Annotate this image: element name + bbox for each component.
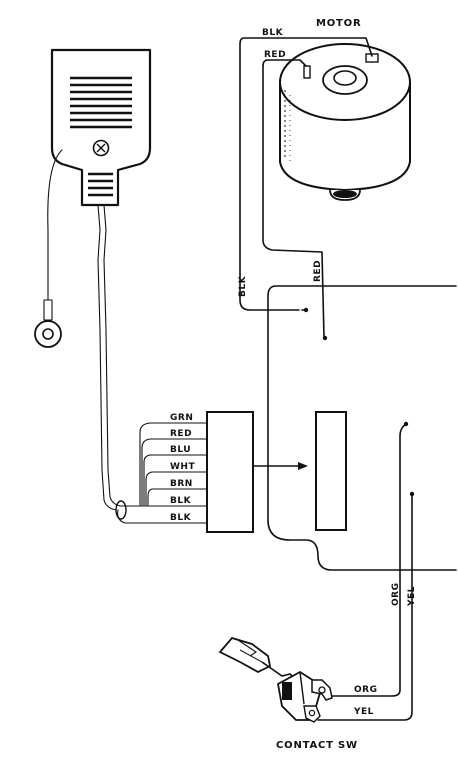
vertical-label-red: RED: [313, 260, 323, 282]
vertical-label-blk: BLK: [238, 275, 248, 297]
motor-wire-label-red: RED: [264, 50, 286, 60]
main-harness-wire: [267, 285, 457, 571]
motor-wire-label-blk: BLK: [262, 28, 284, 38]
contact-switch-title: CONTACT SW: [276, 740, 358, 751]
wire-label-wht: WHT: [170, 462, 195, 472]
wire-label-blu: BLU: [170, 445, 191, 455]
sensor-screw-icon: [92, 139, 110, 157]
wire-label-red: RED: [170, 429, 192, 439]
wire-label-blk-1: BLK: [170, 496, 192, 506]
connector-wire-labels: GRN RED BLU WHT BRN BLK BLK: [170, 413, 195, 523]
wire-label-brn: BRN: [170, 479, 193, 489]
sensor-probe: [50, 48, 152, 207]
contact-switch: CONTACT SW: [218, 636, 358, 751]
wire-label-grn: GRN: [170, 413, 193, 423]
sensor-lower-slots: [88, 172, 113, 197]
sensor-vent-slots: [70, 76, 132, 129]
motor-wires: BLK RED: [239, 28, 373, 341]
switch-label-org: ORG: [354, 685, 377, 695]
motor: MOTOR: [279, 18, 411, 201]
wire-label-blk-2: BLK: [170, 513, 192, 523]
probe-cable: [97, 204, 117, 511]
switch-wires: ORG YEL ORG YEL: [317, 421, 417, 721]
switch-label-yel: YEL: [353, 707, 374, 717]
vertical-label-yel: YEL: [407, 586, 417, 607]
receiver-block: [315, 411, 347, 531]
vertical-label-org: ORG: [391, 583, 401, 606]
ground-ring-terminal: [34, 149, 63, 348]
connector-block: [206, 411, 308, 533]
connector-wire-leads: [115, 422, 208, 524]
motor-title: MOTOR: [316, 18, 361, 29]
